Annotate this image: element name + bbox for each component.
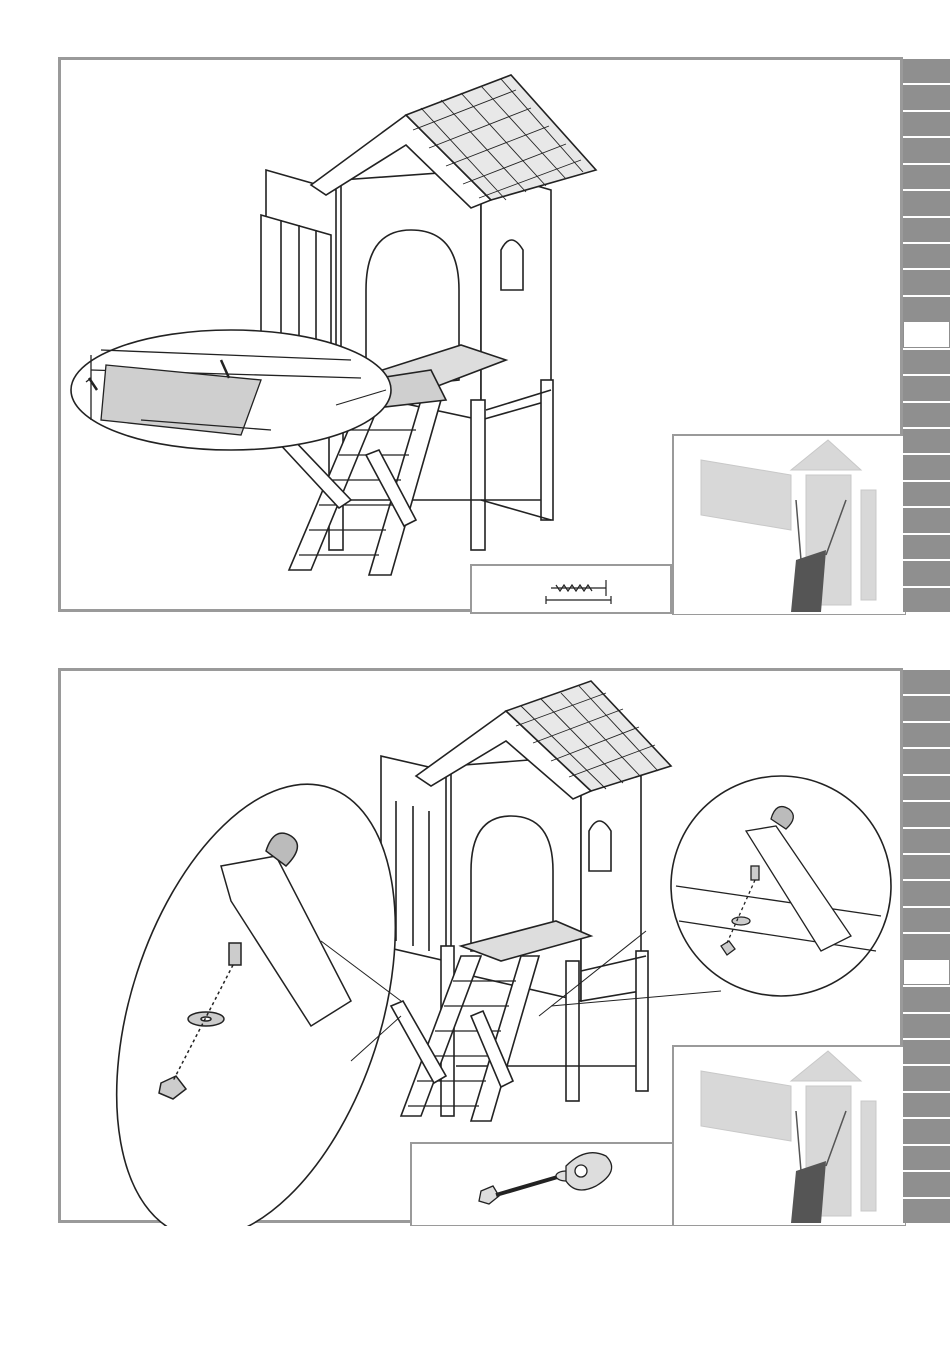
post-right bbox=[541, 380, 553, 520]
chapter-tab bbox=[903, 1197, 950, 1223]
chapter-tab-active bbox=[903, 321, 950, 347]
window bbox=[501, 240, 523, 290]
chapter-tab bbox=[903, 57, 950, 83]
chapter-tabs-2 bbox=[903, 668, 950, 1223]
screw-box bbox=[471, 565, 671, 613]
chapter-tab bbox=[903, 827, 950, 853]
chapter-tab bbox=[903, 694, 950, 720]
tower-illustration-2 bbox=[61, 671, 906, 1226]
chapter-tab bbox=[903, 268, 950, 294]
chapter-tab bbox=[903, 453, 950, 479]
chapter-tab bbox=[903, 401, 950, 427]
chapter-tab bbox=[903, 800, 950, 826]
chapter-tab bbox=[903, 1064, 950, 1090]
chapter-tab bbox=[903, 295, 950, 321]
chapter-tab bbox=[903, 853, 950, 879]
window bbox=[589, 821, 611, 871]
chapter-tab bbox=[903, 1091, 950, 1117]
chapter-tabs-1 bbox=[903, 57, 950, 612]
chapter-tab bbox=[903, 559, 950, 585]
chapter-tab bbox=[903, 83, 950, 109]
chapter-tab bbox=[903, 374, 950, 400]
chapter-tab bbox=[903, 136, 950, 162]
chapter-tab bbox=[903, 533, 950, 559]
chapter-tab bbox=[903, 216, 950, 242]
chapter-tab bbox=[903, 163, 950, 189]
chapter-tab bbox=[903, 932, 950, 958]
step-panel-2 bbox=[58, 668, 903, 1223]
ladder-right-rail bbox=[369, 400, 441, 575]
progress-thumbnail bbox=[673, 435, 906, 615]
chapter-tab bbox=[903, 668, 950, 694]
chapter-tab bbox=[903, 1170, 950, 1196]
chapter-tab bbox=[903, 348, 950, 374]
tower-illustration-1 bbox=[61, 60, 906, 615]
post-right bbox=[636, 951, 648, 1091]
chapter-tab bbox=[903, 427, 950, 453]
chapter-tab bbox=[903, 879, 950, 905]
chapter-tab bbox=[903, 774, 950, 800]
chapter-tab bbox=[903, 480, 950, 506]
chapter-tab bbox=[903, 506, 950, 532]
chapter-tab bbox=[903, 110, 950, 136]
chapter-tab bbox=[903, 1117, 950, 1143]
chapter-tab bbox=[903, 1038, 950, 1064]
chapter-tab bbox=[903, 906, 950, 932]
chapter-tab bbox=[903, 985, 950, 1011]
chapter-tab-active bbox=[903, 959, 950, 985]
post-front bbox=[471, 400, 485, 550]
chapter-tab bbox=[903, 1144, 950, 1170]
chapter-tab bbox=[903, 747, 950, 773]
chapter-tab bbox=[903, 1012, 950, 1038]
chapter-tab bbox=[903, 721, 950, 747]
chapter-tab bbox=[903, 189, 950, 215]
step-panel-1 bbox=[58, 57, 903, 612]
post-front bbox=[566, 961, 579, 1101]
chapter-tab bbox=[903, 586, 950, 612]
progress-thumbnail bbox=[673, 1046, 906, 1226]
chapter-tab bbox=[903, 242, 950, 268]
eye-bolt-box bbox=[411, 1143, 673, 1226]
